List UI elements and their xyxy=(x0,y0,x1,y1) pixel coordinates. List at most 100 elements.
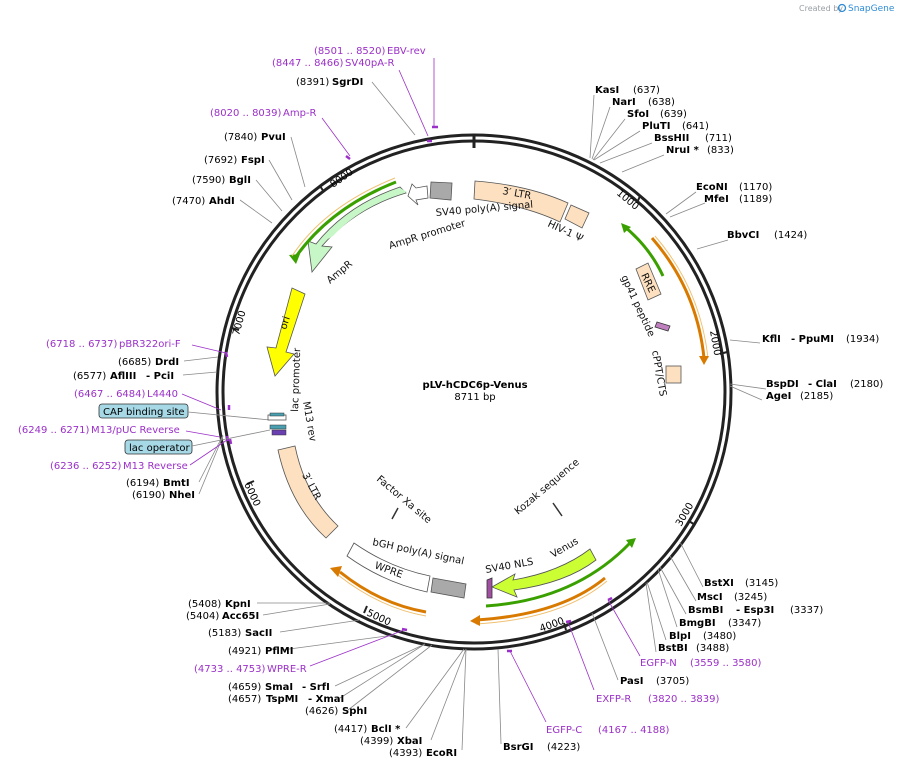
site-kasi-name: KasI xyxy=(595,85,619,96)
site-agei-name: AgeI xyxy=(766,391,791,402)
site-nhei-pos: (6190) xyxy=(132,490,165,501)
site-kfli-pos: (1934) xyxy=(846,334,879,345)
site-sphi-pos: (4626) xyxy=(305,706,338,717)
cppt-label: cPPT/CTS xyxy=(649,350,668,398)
site-mfei-name: MfeI xyxy=(704,194,729,205)
site-tspmi-pos: (4657) xyxy=(228,694,261,705)
ampr-orange-arc xyxy=(291,177,396,257)
primer-ebv-rev-name: EBV-rev xyxy=(387,46,426,57)
primer-amp-r-name: Amp-R xyxy=(283,108,317,119)
site-agei-pos: (2185) xyxy=(800,391,833,402)
site-bsrgi-name: BsrGI xyxy=(503,742,533,753)
site-afliii-pos: (6577) xyxy=(73,371,106,382)
venus-orange-arc-outline xyxy=(475,580,608,625)
primer-l4440-range: (6467 .. 6484) xyxy=(74,389,146,400)
venus-label: Venus xyxy=(549,536,581,561)
site-bgli-name: BglI xyxy=(229,175,251,186)
primer-m13-reverse-name: M13 Reverse xyxy=(123,461,188,472)
site-econi-pos: (1170) xyxy=(739,182,772,193)
site-bcli-pos: (4417) xyxy=(334,724,367,735)
ampr-green-arc xyxy=(293,180,397,259)
venus-orange-arc-head xyxy=(470,615,480,626)
right-green-arc-head xyxy=(621,223,631,233)
plasmid-name: pLV-hCDC6p-Venus xyxy=(422,380,527,391)
rre-feature xyxy=(635,262,662,301)
site-acc65i-pos: (5404) xyxy=(186,611,219,622)
primer-sv40pa-r-name: SV40pA-R xyxy=(345,58,394,69)
site-xbai-name: XbaI xyxy=(397,736,422,747)
site-bsmbi-name: BsmBI xyxy=(688,605,723,616)
primer-pbr322ori-f-range: (6718 .. 6737) xyxy=(46,339,118,350)
primer-pbr322ori-f-name: pBR322ori-F xyxy=(119,339,181,350)
site-fspi-name: FspI xyxy=(241,155,265,166)
site-pvui-name: PvuI xyxy=(261,132,286,143)
primer-egfp-c-range: (4167 .. 4188) xyxy=(598,725,670,736)
site-pluti-pos: (641) xyxy=(682,121,709,132)
site-bspdi-pos: (2180) xyxy=(850,379,883,390)
site-ecori-pos: (4393) xyxy=(389,748,422,759)
ori-label: ori xyxy=(278,315,292,331)
lac-operator-label: lac operator xyxy=(124,429,271,455)
sv40-polya-feature xyxy=(429,181,453,201)
site-nari-name: NarI xyxy=(612,97,636,108)
site-pluti-name: PluTI xyxy=(642,121,670,132)
site-nhei-name: NheI xyxy=(169,490,195,501)
snapgene-logo-icon xyxy=(837,3,847,13)
tick-7000: 7000 xyxy=(231,309,248,336)
site-bstbi-name: BstBI xyxy=(658,643,688,654)
wpre-feature xyxy=(346,542,431,593)
ampr-promoter-label: AmpR promoter xyxy=(388,218,468,252)
cap-binding-site-text: CAP binding site xyxy=(103,407,185,418)
sv40-nls-label: SV40 NLS xyxy=(485,557,535,576)
primer-wpre-r-name: WPRE-R xyxy=(267,664,307,675)
site-ahdi-pos: (7470) xyxy=(172,196,205,207)
site-srfi-name: - SrfI xyxy=(302,682,330,693)
site-bstbi-pos: (3488) xyxy=(696,643,729,654)
site-nrui-name: NruI * xyxy=(666,145,700,156)
site-msci-name: MscI xyxy=(697,592,723,603)
site-clai-name: - ClaI xyxy=(808,379,837,390)
site-bstxi-pos: (3145) xyxy=(745,578,778,589)
site-acc65i-name: Acc65I xyxy=(222,611,259,622)
site-esp3i-name: - Esp3I xyxy=(736,605,774,616)
site-pflmi-pos: (4921) xyxy=(228,646,261,657)
primer-labels: (8501 .. 8520) EBV-rev (8447 .. 8466) SV… xyxy=(18,46,762,736)
primer-exfp-r-name: EXFP-R xyxy=(596,694,631,705)
site-bcli-name: BclI * xyxy=(371,724,401,735)
wpre-orange-arc-head xyxy=(330,566,342,577)
m13-rev-label: M13 rev xyxy=(300,401,318,443)
factor-xa-feature xyxy=(391,507,399,520)
right-green-arc xyxy=(624,225,665,277)
bgh-polya-feature xyxy=(430,577,467,599)
right-orange-arc-outline xyxy=(654,235,709,359)
ltr3-top-label: 3′ LTR xyxy=(501,186,532,202)
kozak-feature xyxy=(552,502,563,517)
site-bmti-name: BmtI xyxy=(163,478,190,489)
site-bsmbi-pos: (3337) xyxy=(790,605,823,616)
credit-prefix: Created by xyxy=(799,4,843,13)
primer-m13puc-rev-range: (6249 .. 6271) xyxy=(18,425,90,436)
primer-egfp-n-range: (3559 .. 3580) xyxy=(690,658,762,669)
site-bmti-pos: (6194) xyxy=(126,478,159,489)
lac-operator-text: lac operator xyxy=(129,443,190,454)
credit-brand[interactable]: SnapGene xyxy=(848,4,895,14)
gp41-feature xyxy=(654,321,671,332)
primer-sv40pa-r-range: (8447 .. 8466) xyxy=(272,58,344,69)
ampr-body xyxy=(318,188,407,245)
ampr-label: AmpR xyxy=(325,259,355,287)
site-sacii-pos: (5183) xyxy=(208,628,241,639)
site-bbvci-name: BbvCI xyxy=(727,230,759,241)
ori-feature xyxy=(266,287,306,377)
site-xbai-pos: (4399) xyxy=(360,736,393,747)
factor-xa-label: Factor Xa site xyxy=(374,474,433,526)
primer-l4440-name: L4440 xyxy=(147,389,178,400)
sv40-nls-feature xyxy=(486,577,493,599)
primer-leader-lines xyxy=(181,58,641,723)
restriction-sites: KasI (637) NarI (638) SfoI (639) PluTI (… xyxy=(73,77,883,759)
right-orange-arc xyxy=(650,237,706,359)
venus-green-arc xyxy=(485,541,632,608)
site-msci-pos: (3245) xyxy=(734,592,767,603)
site-ahdi-name: AhdI xyxy=(209,196,235,207)
site-pcii-name: - PciI xyxy=(146,371,174,382)
